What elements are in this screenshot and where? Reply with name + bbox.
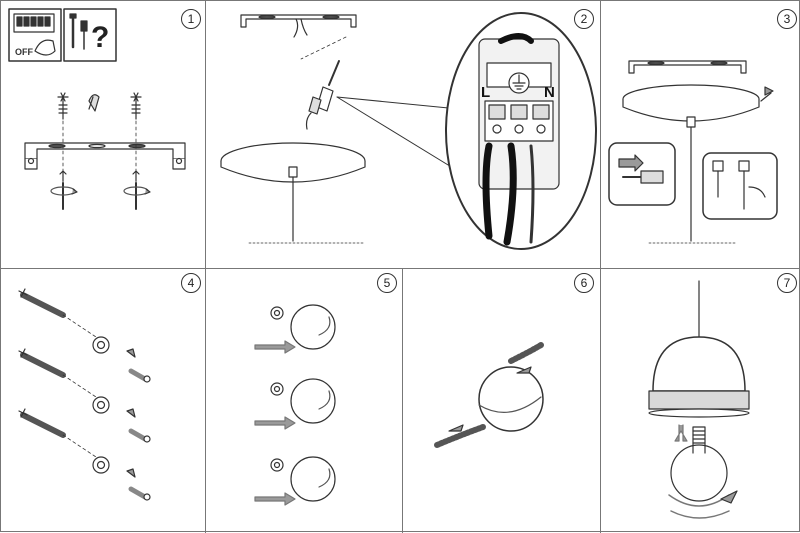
step-number-5: 5 bbox=[377, 273, 397, 293]
anchor-row-2 bbox=[18, 348, 151, 443]
cap-row-3 bbox=[254, 456, 336, 506]
panel-step-3 bbox=[601, 1, 800, 269]
anchor-row-3 bbox=[18, 408, 151, 501]
panel-step-6 bbox=[403, 269, 601, 533]
anchor-row-1 bbox=[18, 288, 151, 383]
step-number-7: 7 bbox=[777, 273, 797, 293]
screw-rotation-right bbox=[123, 170, 151, 210]
tools-question-icon bbox=[63, 8, 117, 62]
screw-rotation-left bbox=[50, 170, 78, 210]
off-label: OFF bbox=[15, 47, 33, 57]
step-number-1: 1 bbox=[181, 9, 201, 29]
step-2-artwork: L N bbox=[220, 12, 597, 250]
wall-anchors-top bbox=[57, 92, 142, 120]
panel-step-1 bbox=[1, 1, 206, 269]
neutral-terminal-label: N bbox=[544, 84, 555, 101]
step-5-artwork bbox=[254, 304, 336, 506]
panel-step-2 bbox=[206, 1, 601, 269]
step-7-artwork bbox=[648, 280, 750, 519]
inset-screw-detail bbox=[608, 142, 676, 206]
question-mark: ? bbox=[91, 21, 109, 54]
step-6-artwork bbox=[434, 342, 544, 448]
panel-step-5 bbox=[206, 269, 403, 533]
panel-step-4 bbox=[1, 269, 206, 533]
step-4-artwork bbox=[18, 288, 151, 501]
step-number-2: 2 bbox=[574, 9, 594, 29]
cap-row-2 bbox=[254, 378, 336, 430]
power-off-icon bbox=[8, 8, 62, 62]
mounting-bracket bbox=[24, 142, 186, 170]
cap-row-1 bbox=[254, 304, 336, 354]
step-number-6: 6 bbox=[574, 273, 594, 293]
inset-cable-adjust-detail bbox=[702, 152, 778, 220]
terminal-block-detail bbox=[445, 12, 597, 250]
screwdriver-connector bbox=[305, 60, 340, 130]
step-3-artwork bbox=[608, 60, 778, 244]
live-terminal-label: L bbox=[481, 84, 490, 101]
step-number-3: 3 bbox=[777, 9, 797, 29]
step-number-4: 4 bbox=[181, 273, 201, 293]
step-1-artwork: OFF ? bbox=[8, 8, 186, 210]
